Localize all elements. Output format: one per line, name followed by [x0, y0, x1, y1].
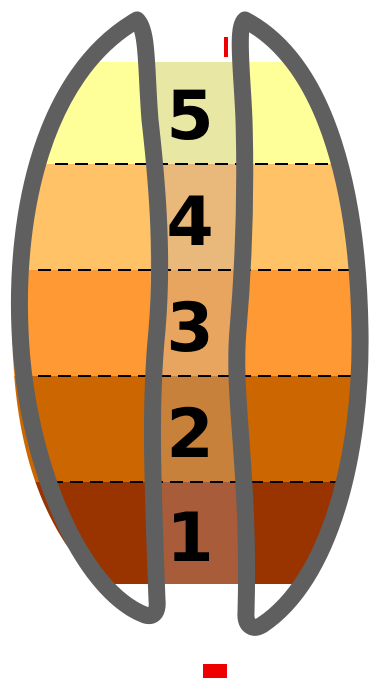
layer-labels: 5 4 3 2 1	[166, 77, 213, 578]
layer-label-2: 2	[166, 395, 213, 474]
layer-label-3: 3	[166, 289, 213, 368]
top-red-marker	[224, 37, 228, 57]
layer-label-5: 5	[166, 77, 213, 156]
layer-label-4: 4	[166, 183, 213, 262]
layer-label-1: 1	[166, 499, 213, 578]
bottom-red-marker	[203, 664, 227, 678]
